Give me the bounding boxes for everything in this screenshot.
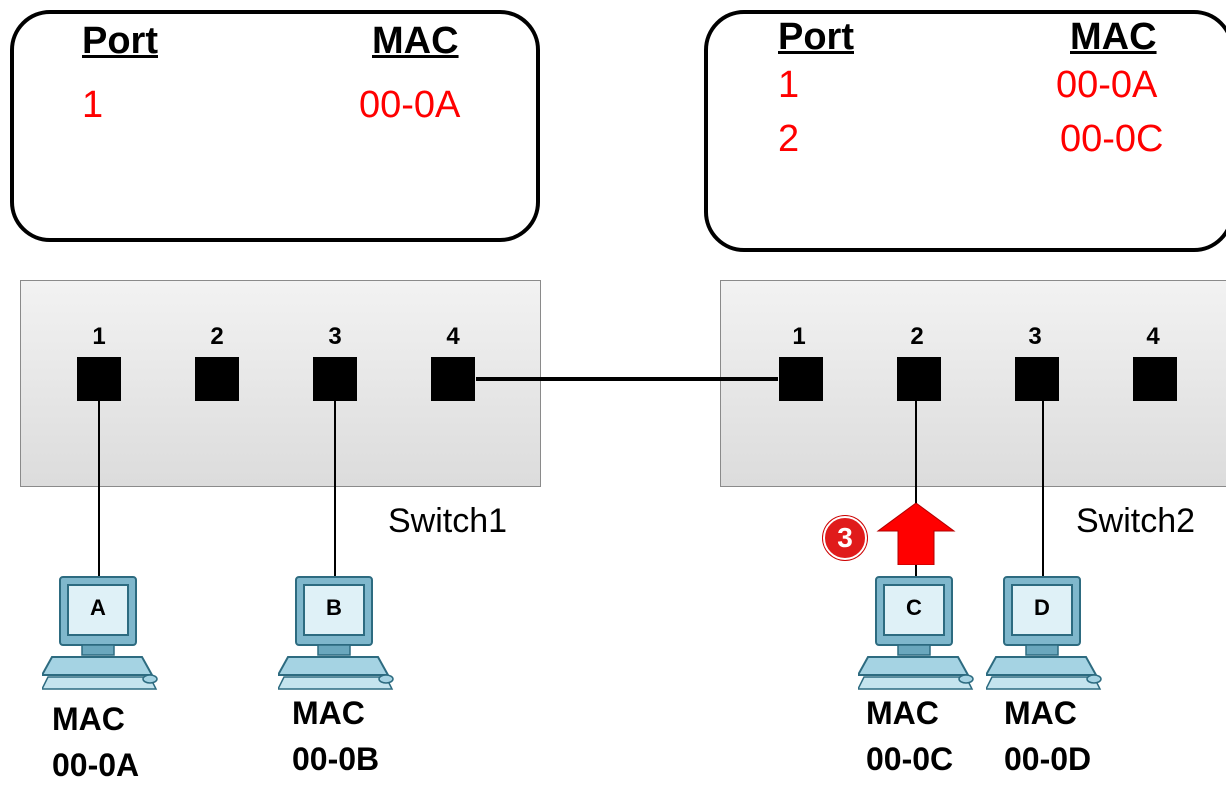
mac-caption: MAC xyxy=(866,695,939,731)
port-number: 3 xyxy=(328,323,342,350)
mac-caption: MAC xyxy=(1004,695,1077,731)
port-number: 4 xyxy=(1146,323,1160,350)
port-number: 2 xyxy=(210,323,224,350)
mac-caption: MAC xyxy=(52,701,125,737)
table-header-port: Port xyxy=(82,20,158,62)
table-cell-mac: 00-0A xyxy=(1056,64,1158,106)
table-cell-port: 1 xyxy=(778,64,800,106)
switch-port-3[interactable] xyxy=(1015,357,1059,401)
cable-host-d xyxy=(1042,400,1044,577)
switch1: 1 2 3 4 xyxy=(20,280,541,487)
switch-port-2[interactable] xyxy=(897,357,941,401)
switch2: 1 2 3 4 xyxy=(720,280,1226,487)
table-cell-port: 2 xyxy=(778,118,800,160)
table-cell-port: 1 xyxy=(82,84,104,126)
switch-port-1[interactable] xyxy=(779,357,823,401)
table-header-mac: MAC xyxy=(1070,16,1157,58)
port-number: 1 xyxy=(92,323,106,350)
port-number: 2 xyxy=(910,323,924,350)
host-c-mac-label: MAC 00-0C xyxy=(866,690,953,782)
host-a-mac-label: MAC 00-0A xyxy=(52,696,139,788)
host-d-mac-label: MAC 00-0D xyxy=(1004,690,1091,782)
frame-direction-arrow-icon xyxy=(876,503,956,565)
mac-caption: MAC xyxy=(292,695,365,731)
host-letter: A xyxy=(90,595,106,620)
mac-address: 00-0B xyxy=(292,741,380,777)
host-letter: B xyxy=(326,595,342,620)
table-cell-mac: 00-0C xyxy=(1060,118,1164,160)
mac-table-switch1: Port MAC 1 00-0A xyxy=(10,10,540,242)
port-number: 4 xyxy=(446,323,460,350)
mac-table-switch2: Port MAC 1 00-0A 2 00-0C xyxy=(704,10,1226,252)
switch-port-4[interactable] xyxy=(431,357,475,401)
port-number: 1 xyxy=(792,323,806,350)
switch-port-4[interactable] xyxy=(1133,357,1177,401)
host-letter: D xyxy=(1034,595,1050,620)
mac-address: 00-0C xyxy=(866,741,954,777)
cable-host-b xyxy=(334,400,336,577)
host-b-computer-icon[interactable]: B xyxy=(276,575,398,705)
switch-port-1[interactable] xyxy=(77,357,121,401)
cable-host-c xyxy=(915,400,917,577)
switch-port-3[interactable] xyxy=(313,357,357,401)
table-header-port: Port xyxy=(778,16,854,58)
switch-port-2[interactable] xyxy=(195,357,239,401)
switch2-label: Switch2 xyxy=(1076,502,1196,540)
host-c-computer-icon[interactable]: C xyxy=(856,575,978,705)
trunk-link xyxy=(476,377,778,381)
host-b-mac-label: MAC 00-0B xyxy=(292,690,379,782)
host-d-computer-icon[interactable]: D xyxy=(984,575,1106,705)
mac-address: 00-0A xyxy=(52,747,140,783)
cable-host-a xyxy=(98,400,100,577)
port-number: 3 xyxy=(1028,323,1042,350)
step-badge: 3 xyxy=(823,516,867,560)
switch1-label: Switch1 xyxy=(388,502,508,540)
host-letter: C xyxy=(906,595,922,620)
mac-address: 00-0D xyxy=(1004,741,1092,777)
host-a-computer-icon[interactable]: A xyxy=(40,575,162,705)
table-header-mac: MAC xyxy=(372,20,459,62)
table-cell-mac: 00-0A xyxy=(359,84,461,126)
